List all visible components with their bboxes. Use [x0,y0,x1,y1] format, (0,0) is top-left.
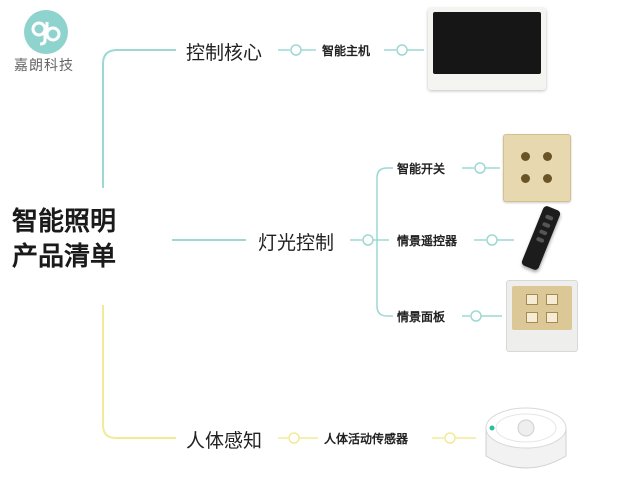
node-dot [288,432,300,444]
branch-control-core: 控制核心 [186,42,263,64]
leaf-smart-switch: 智能开关 [397,162,446,176]
node-dot [290,44,302,56]
gb-monogram-logo-icon [24,10,68,54]
node-dot [474,162,486,174]
root-node: 智能照明 产品清单 [12,205,152,275]
branch-human-sensing: 人体感知 [186,430,263,452]
leaf-smart-host: 智能主机 [322,44,371,58]
leaf-motion-sensor: 人体活动传感器 [324,432,409,446]
root-title-line1: 智能照明 [12,207,117,237]
node-dot [362,234,374,246]
node-dot [396,44,408,56]
leaf-scene-panel: 情景面板 [397,310,446,324]
node-dot [470,310,482,322]
scene-panel-icon [506,280,578,352]
root-title-line2: 产品清单 [12,242,117,272]
leaf-scene-remote: 情景遥控器 [397,234,458,248]
four-button-gold-switch-icon [503,134,571,202]
node-dot [444,432,456,444]
motion-sensor-icon [478,398,574,480]
wall-panel-screen-icon [428,8,546,90]
brand-name: 嘉朗科技 [14,58,74,74]
connector-root-human-sensing [102,305,176,439]
connector-root-control-core [102,49,176,188]
node-dot [486,234,498,246]
branch-lighting-control: 灯光控制 [258,232,335,254]
